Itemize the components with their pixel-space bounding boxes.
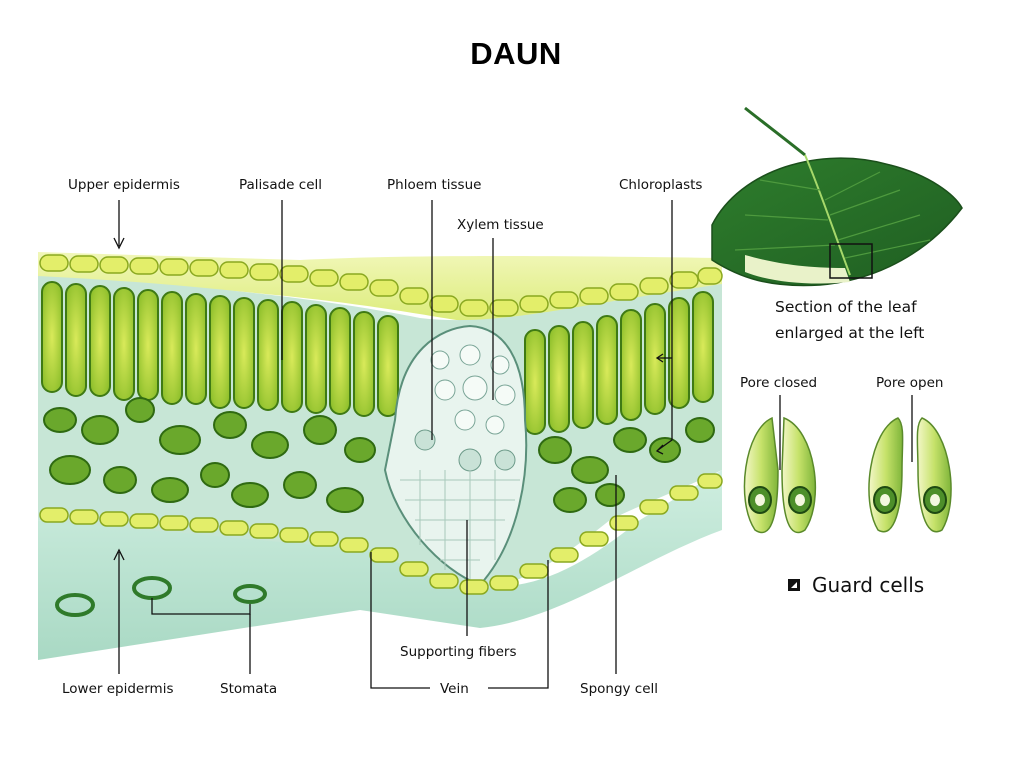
label-pore-closed: Pore closed <box>740 375 817 391</box>
leaf-illustration <box>712 108 962 286</box>
label-stomata: Stomata <box>220 681 277 697</box>
label-vein: Vein <box>440 681 469 697</box>
label-chloroplasts: Chloroplasts <box>619 177 702 193</box>
label-supporting-fibers: Supporting fibers <box>400 644 517 660</box>
legend-marker-icon <box>788 579 800 591</box>
guard-cells-legend: Guard cells <box>788 573 924 597</box>
label-leaf-section-line1: Section of the leaf <box>775 294 917 320</box>
label-guard-cells: Guard cells <box>812 573 924 597</box>
label-upper-epidermis: Upper epidermis <box>68 177 180 193</box>
label-lower-epidermis: Lower epidermis <box>62 681 173 697</box>
guard-cells-open <box>869 418 951 532</box>
label-phloem-tissue: Phloem tissue <box>387 177 481 193</box>
label-leaf-section-line2: enlarged at the left <box>775 320 924 346</box>
label-spongy-cell: Spongy cell <box>580 681 658 697</box>
label-pore-open: Pore open <box>876 375 943 391</box>
label-xylem-tissue: Xylem tissue <box>457 217 544 233</box>
label-palisade-cell: Palisade cell <box>239 177 322 193</box>
